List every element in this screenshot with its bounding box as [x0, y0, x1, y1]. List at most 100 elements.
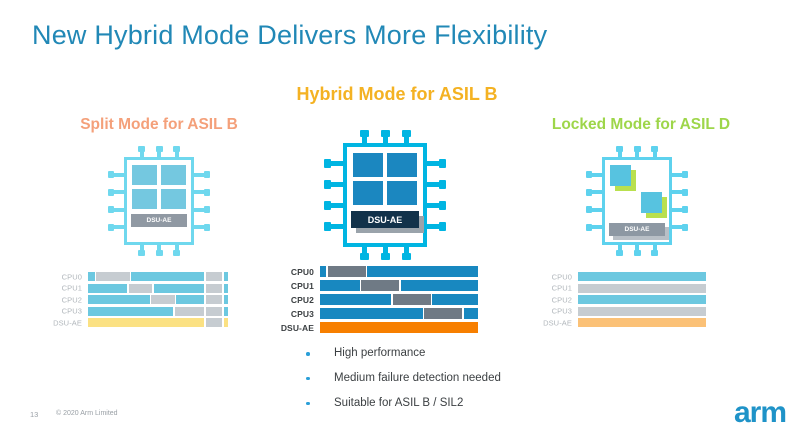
chip-pin	[204, 188, 210, 196]
chip-diagram-hybrid: DSU-AE	[324, 130, 446, 260]
timeline-segment-active	[223, 295, 228, 304]
chip-core	[353, 181, 383, 205]
chip-pin	[155, 146, 163, 152]
chip-pin	[682, 223, 688, 231]
chip-pin	[401, 130, 411, 137]
chip-pin	[426, 223, 446, 229]
chip-pin	[108, 206, 114, 214]
timeline-row-label: CPU0	[290, 266, 314, 277]
timeline-segment-dsu	[223, 318, 228, 327]
chip-pin	[204, 223, 210, 231]
bullet-text: Medium failure detection needed	[334, 371, 501, 384]
chip-core	[641, 192, 662, 213]
timeline-segment-active	[88, 306, 174, 316]
timeline-segment-idle	[205, 272, 223, 281]
timeline-row: CPU1	[552, 283, 706, 293]
chip-pin	[174, 146, 179, 158]
chip-pin	[324, 159, 331, 169]
timeline-segment-idle	[174, 306, 205, 316]
chip-dsu-label: DSU-AE	[624, 226, 650, 233]
chip-pin	[361, 130, 367, 144]
chip-pin	[157, 146, 161, 158]
chip-pin	[586, 207, 603, 212]
chip-pin	[682, 171, 688, 179]
chip-pin	[108, 207, 125, 212]
bullet-item: Medium failure detection needed	[300, 372, 600, 386]
chip-core	[610, 165, 631, 186]
timeline-row-label: CPU2	[290, 294, 314, 305]
bullet-item: High performance	[300, 347, 600, 361]
copyright-notice: © 2020 Arm Limited	[56, 410, 118, 417]
timeline-row-label: CPU0	[61, 272, 82, 281]
chip-pin	[682, 188, 688, 196]
chip-pin	[586, 171, 592, 179]
chip-pin	[359, 253, 369, 260]
bullet-text: High performance	[334, 347, 426, 359]
page-number: 13	[30, 410, 39, 419]
chip-pin	[652, 146, 657, 158]
chip-pin	[324, 161, 344, 167]
chip-pin	[586, 206, 592, 214]
chip-pin	[108, 172, 125, 177]
timeline-segment-idle	[151, 295, 175, 304]
chip-pin	[324, 200, 331, 210]
timeline-segment-idle	[205, 283, 223, 293]
chip-pin	[380, 130, 390, 137]
timeline-segment-active	[223, 272, 228, 281]
chip-pin	[193, 190, 210, 195]
chip-pin	[617, 146, 622, 158]
chip-pin	[324, 221, 331, 231]
timeline-segment-active	[400, 280, 478, 291]
timeline-segment-idle	[392, 294, 431, 305]
chip-dsu-label: DSU-AE	[367, 214, 403, 225]
chip-pin	[204, 206, 210, 214]
timeline-row: CPU3	[291, 308, 478, 319]
chip-dsu-block: DSU-AE	[351, 211, 419, 228]
page-title: New Hybrid Mode Delivers More Flexibilit…	[32, 20, 548, 50]
chip-pin	[439, 159, 446, 169]
timeline-segment-active	[432, 294, 478, 305]
chip-pin	[616, 250, 623, 256]
chip-pin	[651, 250, 658, 256]
chip-dsu-block: DSU-AE	[131, 214, 187, 227]
timeline-segment-dsu	[578, 318, 706, 327]
timeline-row: DSU-AE	[281, 322, 478, 333]
chip-pin	[324, 182, 344, 188]
chip-pin	[439, 221, 446, 231]
timeline-row: DSU-AE	[543, 318, 706, 327]
timeline-segment-active	[320, 308, 423, 319]
chip-pin	[586, 223, 592, 231]
timeline-segment-idle	[96, 272, 130, 281]
timeline-row-label: CPU2	[61, 295, 82, 304]
chip-pin	[586, 190, 603, 195]
chip-pin	[633, 146, 641, 152]
timeline-segment-active	[153, 283, 205, 293]
timeline-row: CPU2	[291, 294, 478, 305]
timeline-segment-idle	[205, 295, 223, 304]
timeline-row: DSU-AE	[53, 318, 228, 327]
bullet-text: Suitable for ASIL B / SIL2	[334, 396, 464, 409]
timeline-row: CPU3	[62, 306, 228, 316]
timeline-segment-active	[320, 266, 327, 277]
chip-pin	[193, 207, 210, 212]
timeline-row-label: CPU2	[551, 295, 572, 304]
chip-dsu-block: DSU-AE	[609, 223, 665, 236]
chip-pin	[139, 146, 144, 158]
timeline-row-label: CPU3	[290, 308, 314, 319]
chip-pin	[204, 171, 210, 179]
chip-pin	[633, 250, 641, 256]
chip-pin	[108, 225, 125, 230]
chip-diagram-split: DSU-AE	[108, 146, 210, 256]
bullet-dot-icon	[306, 376, 310, 381]
chip-pin	[651, 146, 658, 152]
chip-pin	[193, 225, 210, 230]
timeline-segment-active	[367, 266, 478, 277]
chip-pin	[439, 180, 446, 190]
chip-pin	[426, 161, 446, 167]
chip-pin	[324, 202, 344, 208]
chip-pin	[138, 146, 145, 152]
chip-pin	[155, 250, 163, 256]
timeline-segment-dsu	[88, 318, 205, 327]
